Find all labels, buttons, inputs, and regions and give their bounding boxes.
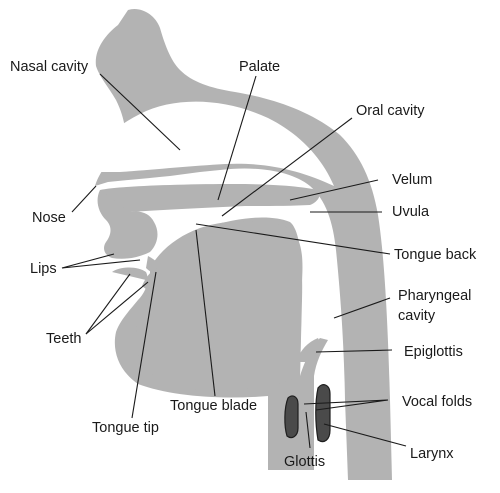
vocal-fold-left <box>284 395 299 439</box>
label-pharyngeal: Pharyngeal <box>398 288 471 304</box>
label-tongue-tip: Tongue tip <box>92 420 159 436</box>
leader-lines <box>61 73 407 449</box>
upper-teeth <box>146 256 164 275</box>
label-oral-cavity: Oral cavity <box>356 103 425 119</box>
lower-teeth <box>142 268 159 292</box>
label-palate: Palate <box>239 59 280 75</box>
label-uvula: Uvula <box>392 204 430 220</box>
label-lips: Lips <box>30 261 57 277</box>
tongue-tissue <box>135 221 303 391</box>
label-tongue-back: Tongue back <box>394 247 477 263</box>
label-vocal-folds: Vocal folds <box>402 394 472 410</box>
label-epiglottis: Epiglottis <box>404 344 463 360</box>
label-velum: Velum <box>392 172 432 188</box>
label-nose: Nose <box>32 210 66 226</box>
upper-lip-tissue <box>97 190 158 259</box>
nasal-cavity-space <box>70 101 334 186</box>
label-glottis: Glottis <box>284 454 325 470</box>
label-pharyngeal-cavity: cavity <box>398 308 436 324</box>
palate-tissue <box>100 184 320 212</box>
label-teeth: Teeth <box>46 331 81 347</box>
label-larynx: Larynx <box>410 446 454 462</box>
vocal-fold-right <box>315 384 331 443</box>
epiglottis-tissue <box>296 338 320 362</box>
label-nasal-cavity: Nasal cavity <box>10 59 89 75</box>
label-tongue-blade: Tongue blade <box>170 398 257 414</box>
